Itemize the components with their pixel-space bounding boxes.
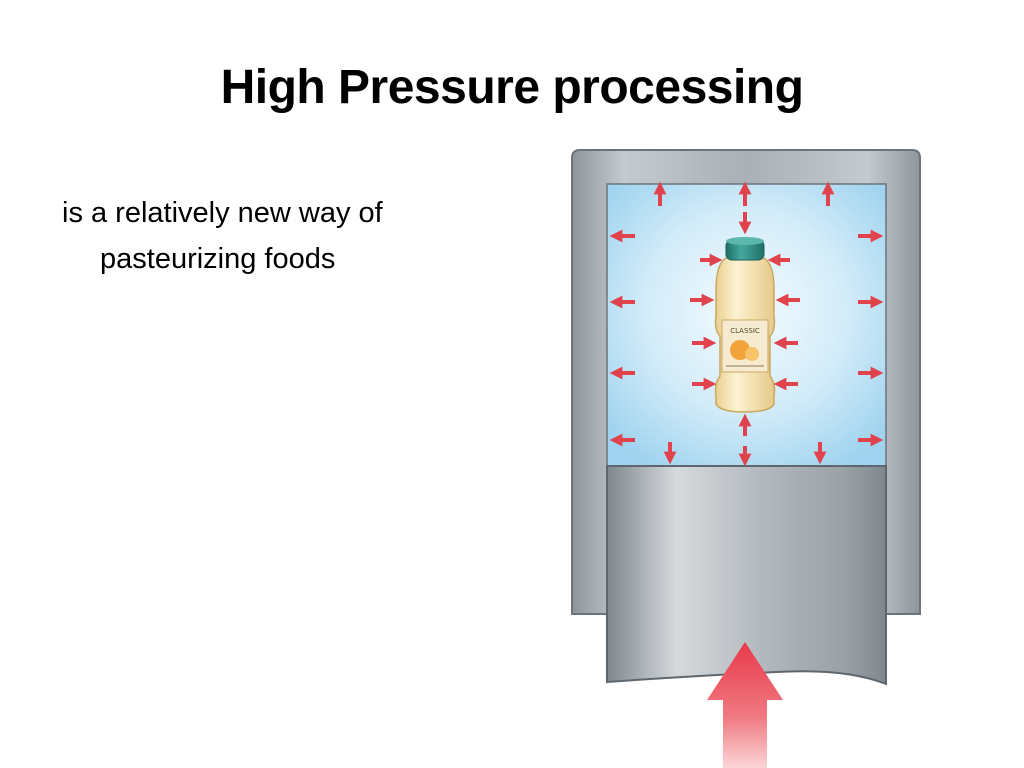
high-pressure-chamber-illustration: CLASSIC [540, 140, 960, 768]
juice-bottle-icon: CLASSIC [714, 237, 776, 413]
pressure-arrows [609, 181, 884, 467]
slide-title: High Pressure processing [220, 61, 804, 114]
piston-force-arrow [707, 642, 783, 768]
bottle-label: CLASSIC [730, 327, 760, 335]
piston [606, 465, 887, 686]
slide-body-text: is a relatively new way of pasteurizing … [62, 197, 383, 275]
